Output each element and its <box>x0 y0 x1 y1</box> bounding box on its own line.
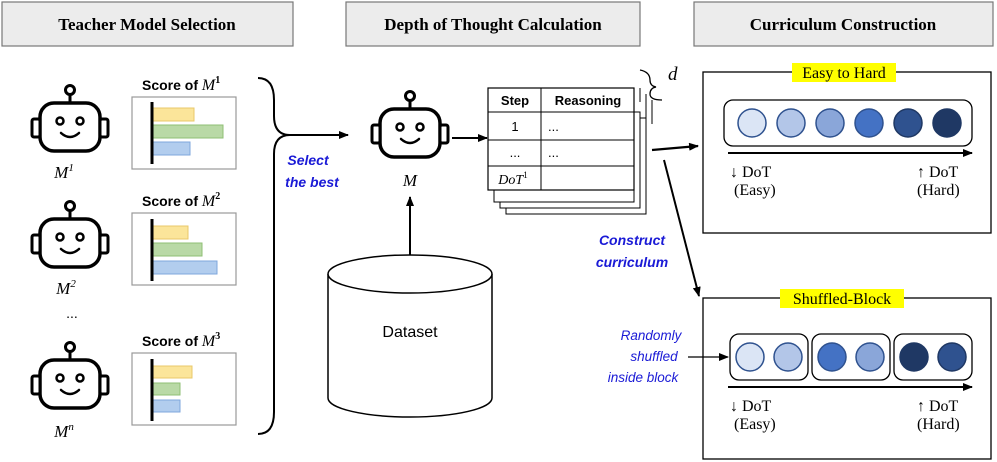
score-bar-3-green <box>151 382 181 396</box>
table-row-3-step: DoT1 <box>497 170 527 188</box>
score-bar-1-blue <box>151 141 191 156</box>
header-teacher-text: Teacher Model Selection <box>58 15 236 34</box>
difficulty-circle-5 <box>893 108 923 138</box>
table-header-step: Step <box>501 93 529 108</box>
shuffled-block-panel: Shuffled-Block ↓ DoT (Easy) ↑ DoT (Hard) <box>702 289 992 460</box>
block-circle-5 <box>899 342 929 372</box>
teacher-model-1: M1 <box>30 83 110 182</box>
models-ellipsis: ... <box>66 305 78 321</box>
easy-to-hard-panel: Easy to Hard ↓ DoT (Easy) ↑ DoT (Hard) <box>702 63 992 234</box>
score-card-2: Score of M2 <box>131 191 237 286</box>
score-bar-2-green <box>151 242 203 257</box>
table-row-2-step: ... <box>510 145 521 160</box>
dataset-label: Dataset <box>382 324 438 341</box>
difficulty-circle-2 <box>776 108 806 138</box>
block-circle-1 <box>735 342 765 372</box>
score-title-1: Score of M1 <box>142 75 220 94</box>
robot-icon <box>30 199 110 269</box>
difficulty-circle-4 <box>854 108 884 138</box>
easy-dot-left-sub: (Easy) <box>734 182 776 199</box>
select-label-line1: Select <box>287 152 330 168</box>
shuffle-note-line2: shuffled <box>630 349 678 364</box>
chosen-model: M <box>370 89 450 190</box>
shuffle-note-line3: inside block <box>608 370 680 385</box>
robot-icon <box>30 340 110 410</box>
to-shuffled-arrow <box>663 159 701 297</box>
score-bar-3-yellow <box>151 365 193 379</box>
teacher-model-n: Mn <box>30 340 110 441</box>
teacher-model-2: M2 <box>30 199 110 298</box>
score-card-3: Score of M3 <box>131 331 237 426</box>
score-bar-1-green <box>151 124 224 139</box>
block-dot-left-label: ↓ DoT <box>730 398 772 415</box>
model-2-label: M2 <box>55 278 76 298</box>
table-count-brace <box>639 69 663 101</box>
score-bar-1-yellow <box>151 107 195 122</box>
shuffled-block-title: Shuffled-Block <box>793 291 891 308</box>
score-bar-3-blue <box>151 399 181 413</box>
reasoning-table: Step Reasoning 1 ... ... ... DoT1 <box>487 87 635 191</box>
easy-dot-right-label: ↑ DoT <box>917 164 959 181</box>
to-easy-hard-arrow <box>651 142 699 152</box>
easy-dot-left-label: ↓ DoT <box>730 164 772 181</box>
table-header-reasoning: Reasoning <box>555 93 622 108</box>
header-curriculum-text: Curriculum Construction <box>750 15 937 34</box>
block-circle-3 <box>817 342 847 372</box>
construct-label-line2: curriculum <box>596 254 668 270</box>
block-dot-right-sub: (Hard) <box>917 416 960 433</box>
block-dot-right-label: ↑ DoT <box>917 398 959 415</box>
model-1-label: M1 <box>53 162 74 182</box>
easy-dot-right-sub: (Hard) <box>917 182 960 199</box>
robot-icon <box>370 89 450 159</box>
score-title-3: Score of M3 <box>142 331 220 350</box>
construct-label-line1: Construct <box>599 232 666 248</box>
block-circle-6 <box>937 342 967 372</box>
shuffle-note-line1: Randomly <box>621 328 683 343</box>
easy-to-hard-title: Easy to Hard <box>802 65 886 82</box>
selection-brace <box>257 77 291 435</box>
dataset-cylinder: Dataset <box>327 254 493 418</box>
difficulty-circle-1 <box>737 108 767 138</box>
header-depth-text: Depth of Thought Calculation <box>384 15 602 34</box>
table-row-2-reasoning: ... <box>548 145 559 160</box>
score-bar-2-blue <box>151 260 218 275</box>
score-card-1: Score of M1 <box>131 75 237 170</box>
table-count-symbol: d <box>668 64 678 85</box>
difficulty-circle-3 <box>815 108 845 138</box>
block-circle-2 <box>773 342 803 372</box>
table-row-1-reasoning: ... <box>548 119 559 134</box>
header-depth-of-thought: Depth of Thought Calculation <box>345 1 641 47</box>
score-title-2: Score of M2 <box>142 191 220 210</box>
score-bar-2-yellow <box>151 225 189 240</box>
block-dot-left-sub: (Easy) <box>734 416 776 433</box>
model-n-label: Mn <box>53 421 74 441</box>
header-teacher-model-selection: Teacher Model Selection <box>1 1 294 47</box>
chosen-model-label: M <box>402 171 418 190</box>
table-row-1-step: 1 <box>511 119 518 134</box>
header-curriculum-construction: Curriculum Construction <box>693 1 994 47</box>
block-circle-4 <box>855 342 885 372</box>
select-label-line2: the best <box>285 174 340 190</box>
difficulty-circle-6 <box>932 108 962 138</box>
robot-icon <box>30 83 110 153</box>
